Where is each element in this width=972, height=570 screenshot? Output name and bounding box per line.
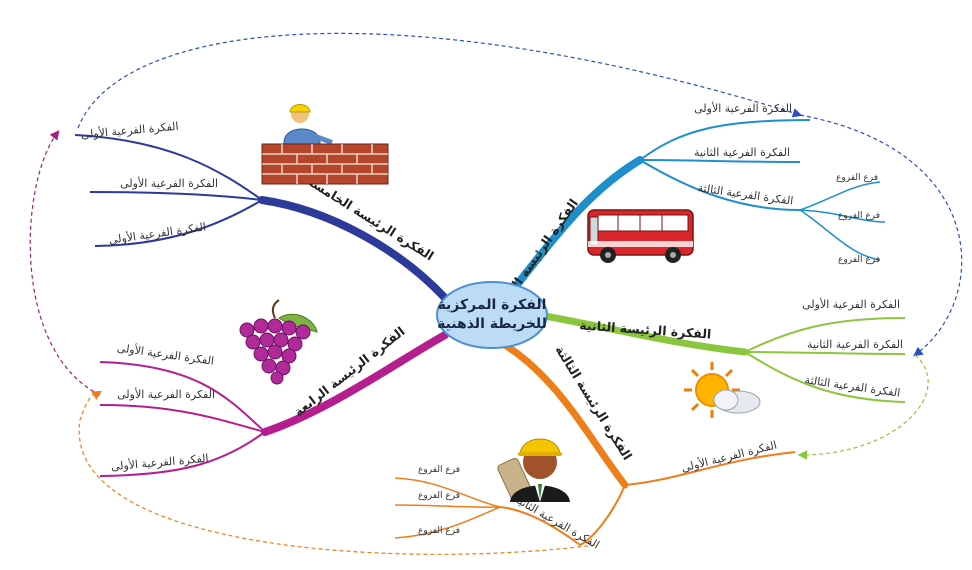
branch-5 xyxy=(74,134,449,302)
branch-5-sub2: الفكرة الفرعية الأولى xyxy=(120,176,218,190)
bricklayer-icon xyxy=(261,104,389,185)
center-line2: للخريطة الذهنية xyxy=(437,316,547,332)
branch-4-sub3: الفكرة الفرعية الأولى xyxy=(110,451,209,473)
branch-3 xyxy=(394,341,796,547)
connector-right-green xyxy=(797,354,929,460)
branch-3-leaf2: فرع الفروع xyxy=(418,491,460,501)
branch-2 xyxy=(536,311,906,403)
engineer-icon xyxy=(497,438,570,502)
grapes-icon xyxy=(239,299,318,385)
connector-bottom-orange xyxy=(78,390,596,555)
branch-1-leaf3: فرع الفروع xyxy=(838,255,880,265)
branch-5-sub3: الفكرة الفرعية الأولى xyxy=(108,219,207,246)
branch-1 xyxy=(501,119,886,304)
sun-cloud-icon xyxy=(684,362,761,418)
connector-left-purple xyxy=(29,130,101,396)
center-node: الفكرة المركزية للخريطة الذهنية xyxy=(436,281,548,349)
connector-top xyxy=(77,32,803,129)
bus-icon xyxy=(587,209,694,263)
branch-1-sub2: الفكرة الفرعية الثانية xyxy=(694,146,790,159)
connector-right-blue xyxy=(799,114,963,357)
branch-2-sub1: الفكرة الفرعية الأولى xyxy=(802,297,900,311)
center-line1: الفكرة المركزية xyxy=(438,297,547,313)
branch-1-leaf1: فرع الفروع xyxy=(836,173,878,183)
dashed-connectors xyxy=(29,32,963,555)
branch-4 xyxy=(99,331,449,477)
center-ellipse xyxy=(436,281,548,349)
branch-4-sub2: الفكرة الفرعية الأولى xyxy=(117,387,215,401)
branch-1-leaf2: فرع الفروع xyxy=(838,211,880,221)
branch-3-leaf3: فرع الفروع xyxy=(418,526,460,536)
branch-3-leaf1: فرع الفروع xyxy=(418,465,460,475)
branch-1-sub1: الفكرة الفرعية الأولى xyxy=(694,101,792,115)
branch-2-sub2: الفكرة الفرعية الثانية xyxy=(807,338,903,351)
branch-5-sub1: الفكرة الفرعية الأولى xyxy=(80,119,179,141)
branch-2-sub3: الفكرة الفرعية الثالثة xyxy=(804,373,901,399)
